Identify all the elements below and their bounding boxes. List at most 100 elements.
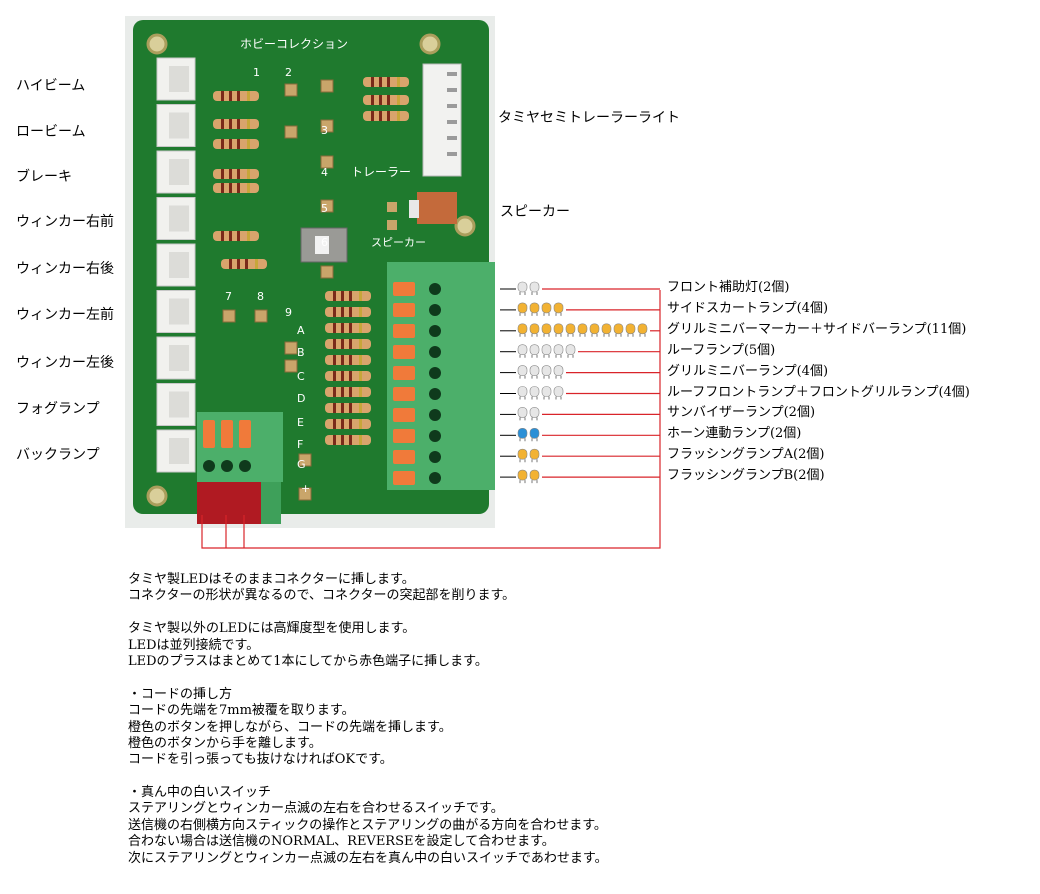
left-connector-socket bbox=[169, 391, 189, 418]
resistor-band bbox=[359, 387, 362, 397]
speaker-label: スピーカー bbox=[500, 204, 570, 220]
left-connector-socket bbox=[169, 66, 189, 92]
led-icon bbox=[541, 386, 552, 397]
mount-hole-tr bbox=[419, 33, 441, 55]
led-icon bbox=[529, 323, 540, 335]
led-icon bbox=[517, 344, 528, 356]
note-line bbox=[128, 670, 608, 686]
note-line bbox=[128, 605, 608, 621]
note-line: コードの先端を7mm被覆を取ります。 bbox=[128, 703, 355, 719]
left-connector-column bbox=[156, 57, 196, 473]
note-line: タミヤ製LEDはそのままコネクターに挿します。 bbox=[128, 572, 415, 587]
pin-number-label: C bbox=[297, 370, 305, 383]
terminal-hole bbox=[429, 388, 441, 400]
resistor-band bbox=[349, 435, 352, 445]
led-icon bbox=[565, 344, 576, 356]
resistor bbox=[325, 355, 371, 365]
resistor-band bbox=[229, 259, 232, 269]
led-icon bbox=[541, 323, 552, 335]
resistor-band bbox=[221, 119, 224, 129]
resistor-band bbox=[333, 355, 336, 365]
left-input-label: バックランプ bbox=[16, 447, 100, 463]
resistor-band bbox=[255, 259, 258, 269]
note-line: タミヤ製以外のLEDには高輝度型を使用します。 bbox=[128, 621, 416, 637]
output-label: ルーフフロントランプ＋フロントグリルランプ(4個) bbox=[667, 384, 970, 400]
orange-release-button bbox=[393, 429, 415, 443]
resistor-band bbox=[349, 323, 352, 333]
resistor-band bbox=[387, 77, 390, 87]
resistor-band bbox=[229, 169, 232, 179]
resistor-band bbox=[341, 419, 344, 429]
led-icon bbox=[517, 302, 528, 314]
mount-hole-r bbox=[454, 215, 476, 237]
pin-number-label: G bbox=[297, 458, 306, 471]
led-icon bbox=[613, 323, 624, 335]
resistor-band bbox=[341, 387, 344, 397]
pin-number-label: 2 bbox=[285, 66, 292, 79]
resistor-band bbox=[237, 119, 240, 129]
resistor bbox=[213, 119, 259, 129]
left-input-label: ウィンカー左後 bbox=[16, 355, 114, 371]
solder-pad bbox=[284, 125, 298, 139]
led-icon bbox=[625, 323, 636, 335]
note-line: コネクターの形状が異なるので、コネクターの突起部を削ります。 bbox=[128, 588, 516, 604]
left-input-label: ロービーム bbox=[16, 124, 86, 140]
resistor-band bbox=[333, 387, 336, 397]
resistor-band bbox=[247, 231, 250, 241]
trailer-pin bbox=[447, 104, 457, 108]
speaker-connector bbox=[417, 192, 457, 224]
note-line: 次にステアリングとウィンカー点滅の左右を真ん中の白いスイッチであわせます。 bbox=[128, 850, 608, 866]
resistor-band bbox=[221, 231, 224, 241]
solder-pad bbox=[320, 265, 334, 279]
resistor-band bbox=[349, 403, 352, 413]
led-icon bbox=[529, 427, 540, 439]
led-icon bbox=[517, 469, 528, 481]
bottom-terminal-hole bbox=[203, 460, 215, 472]
orange-release-button bbox=[393, 324, 415, 338]
resistor bbox=[213, 183, 259, 193]
resistor-band bbox=[247, 139, 250, 149]
trailer-light-label: タミヤセミトレーラーライト bbox=[498, 110, 680, 126]
resistor-band bbox=[359, 435, 362, 445]
trailer-silk: トレーラー bbox=[351, 165, 411, 179]
note-line: ・真ん中の白いスイッチ bbox=[128, 785, 272, 801]
resistor bbox=[325, 371, 371, 381]
resistor-band bbox=[237, 183, 240, 193]
resistor-band bbox=[229, 231, 232, 241]
resistor-band bbox=[359, 339, 362, 349]
pin-number-label: 9 bbox=[285, 306, 292, 319]
instruction-notes: タミヤ製LEDはそのままコネクターに挿します。コネクターの形状が異なるので、コネ… bbox=[128, 572, 608, 867]
trailer-pin bbox=[447, 120, 457, 124]
resistor-band bbox=[341, 323, 344, 333]
note-line: ステアリングとウィンカー点滅の左右を合わせるスイッチです。 bbox=[128, 801, 504, 817]
solder-pad bbox=[320, 199, 334, 213]
output-label: ホーン連動ランプ(2個) bbox=[667, 426, 802, 442]
note-line: LEDは並列接続です。 bbox=[128, 637, 260, 653]
led-icons bbox=[517, 281, 648, 484]
resistor-band bbox=[341, 339, 344, 349]
mount-hole-tl bbox=[146, 33, 168, 55]
trailer-pin bbox=[447, 136, 457, 140]
resistor-band bbox=[349, 371, 352, 381]
led-icon bbox=[529, 344, 540, 356]
led-icon bbox=[541, 302, 552, 314]
resistor-band bbox=[379, 111, 382, 121]
led-icon bbox=[517, 427, 528, 439]
note-line: ・コードの挿し方 bbox=[128, 686, 233, 702]
led-icon bbox=[541, 365, 552, 376]
pin-number-label: 3 bbox=[321, 124, 328, 137]
resistor-band bbox=[359, 355, 362, 365]
resistor bbox=[213, 139, 259, 149]
resistor-band bbox=[237, 231, 240, 241]
bottom-orange-button bbox=[203, 420, 215, 448]
resistor-band bbox=[379, 77, 382, 87]
resistor bbox=[363, 111, 409, 121]
resistor-band bbox=[333, 307, 336, 317]
resistor bbox=[325, 403, 371, 413]
led-icon bbox=[529, 365, 540, 376]
led-icon bbox=[517, 323, 528, 335]
note-line: LEDのプラスはまとめて1本にしてから赤色端子に挿します。 bbox=[128, 653, 488, 669]
orange-release-button bbox=[393, 471, 415, 485]
